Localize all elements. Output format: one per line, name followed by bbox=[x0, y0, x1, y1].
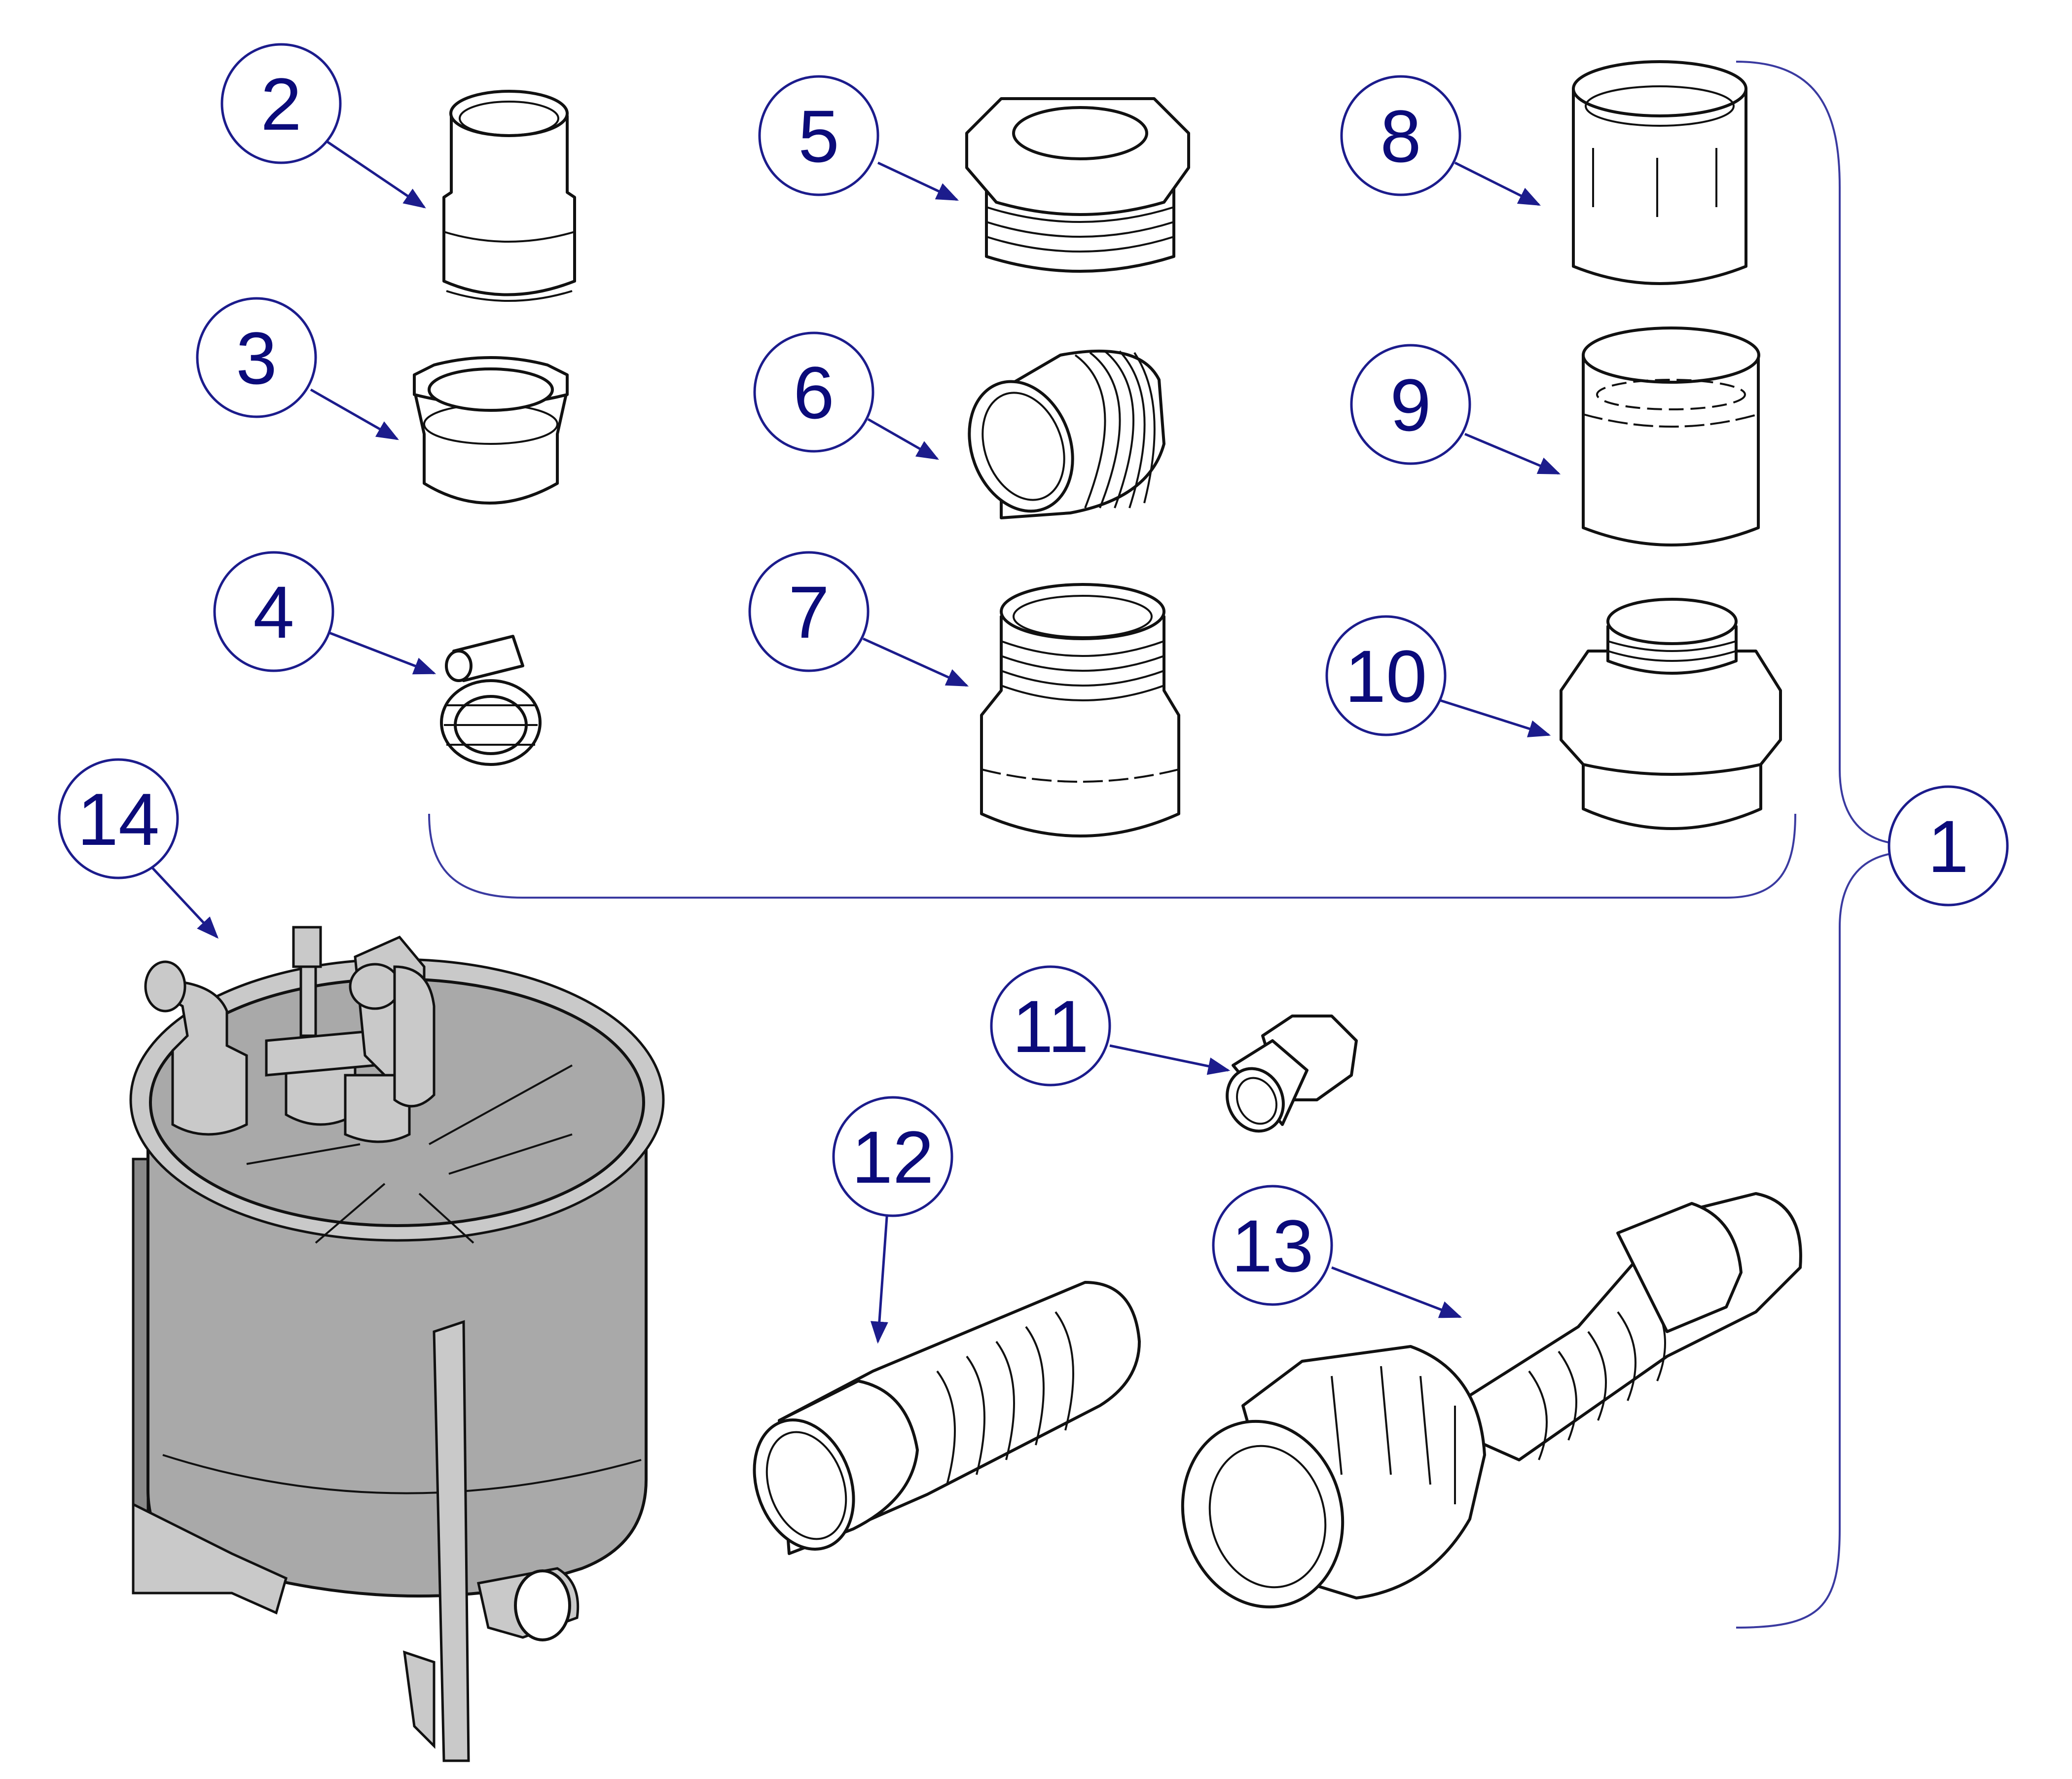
callout-9: 9 bbox=[1350, 344, 1471, 465]
leader-lines bbox=[147, 139, 1561, 1344]
part-12-flex-hose bbox=[753, 1281, 1141, 1555]
leader-6 bbox=[867, 418, 939, 460]
callout-11-label: 11 bbox=[1012, 985, 1089, 1068]
part-13-union-hose bbox=[1181, 1192, 1802, 1609]
leader-5 bbox=[877, 161, 959, 201]
callout-6: 6 bbox=[753, 331, 874, 453]
part-10-hex-adapter bbox=[1560, 598, 1782, 830]
part-5-hex-reducer bbox=[965, 97, 1190, 273]
callout-7: 7 bbox=[748, 551, 870, 672]
callouts: 1 2 3 4 5 6 7 8 bbox=[58, 43, 2009, 1306]
leader-7 bbox=[862, 637, 969, 687]
callout-7-label: 7 bbox=[788, 571, 829, 654]
callout-13-label: 13 bbox=[1232, 1204, 1314, 1287]
leader-13 bbox=[1331, 1266, 1462, 1318]
callout-5-label: 5 bbox=[798, 95, 839, 178]
part-14-tank-assembly bbox=[129, 926, 665, 1762]
callout-2: 2 bbox=[220, 43, 342, 164]
callout-1: 1 bbox=[1888, 785, 2009, 907]
group-brace bbox=[428, 61, 1894, 1629]
leader-11 bbox=[1109, 1044, 1231, 1075]
callout-12: 12 bbox=[832, 1096, 953, 1217]
callout-3: 3 bbox=[196, 297, 317, 418]
part-7-threaded-adapter bbox=[980, 583, 1180, 837]
leader-2 bbox=[325, 139, 426, 209]
part-8-socket-coupling bbox=[1572, 60, 1747, 285]
callout-5: 5 bbox=[758, 75, 879, 196]
leader-9 bbox=[1464, 433, 1561, 475]
callout-10-label: 10 bbox=[1345, 635, 1427, 718]
part-3-bushing bbox=[413, 356, 569, 505]
callout-14: 14 bbox=[58, 758, 179, 879]
callout-9-label: 9 bbox=[1390, 363, 1431, 446]
callout-4-label: 4 bbox=[253, 571, 294, 654]
part-4-hose-clamp bbox=[440, 635, 542, 766]
leader-4 bbox=[325, 630, 436, 675]
callout-11: 11 bbox=[990, 965, 1111, 1087]
leader-3 bbox=[310, 388, 399, 440]
callout-8: 8 bbox=[1340, 75, 1461, 196]
callout-8-label: 8 bbox=[1380, 95, 1421, 178]
part-9-plain-coupling bbox=[1582, 327, 1760, 546]
part-11-hex-plug bbox=[1226, 1015, 1358, 1133]
callout-13: 13 bbox=[1212, 1185, 1333, 1306]
part-6-threaded-nipple bbox=[968, 349, 1165, 519]
callout-3-label: 3 bbox=[236, 317, 277, 399]
callout-4: 4 bbox=[213, 551, 334, 672]
callout-6-label: 6 bbox=[793, 351, 834, 434]
callout-2-label: 2 bbox=[260, 63, 301, 145]
leader-14 bbox=[147, 862, 219, 939]
callout-10: 10 bbox=[1325, 615, 1447, 736]
callout-1-label: 1 bbox=[1927, 805, 1968, 888]
callout-14-label: 14 bbox=[77, 778, 160, 861]
callout-12-label: 12 bbox=[852, 1116, 934, 1198]
part-2-adapter bbox=[442, 90, 576, 302]
leader-10 bbox=[1440, 699, 1551, 737]
leader-12 bbox=[870, 1203, 889, 1344]
leader-8 bbox=[1454, 161, 1541, 206]
